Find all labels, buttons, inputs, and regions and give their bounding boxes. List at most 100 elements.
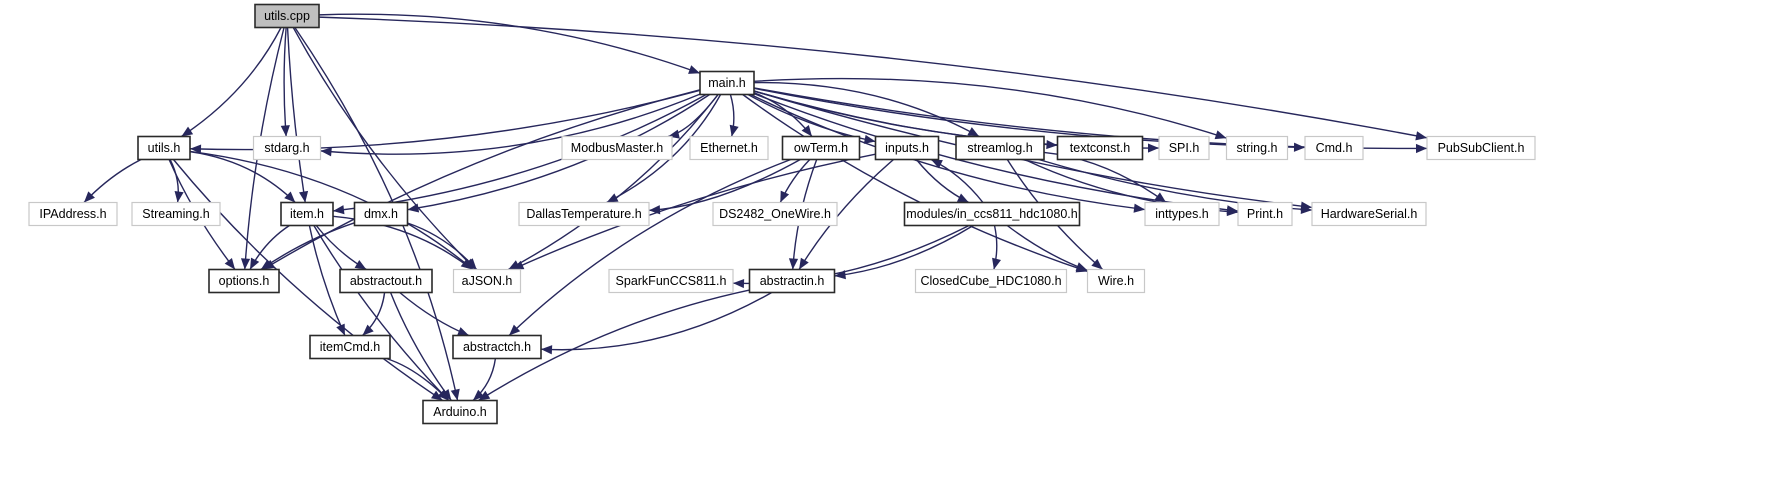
node-abstractin_h[interactable]: abstractin.h: [748, 268, 836, 294]
edge-arrowhead: [509, 324, 521, 336]
edge-arrowhead: [967, 127, 980, 137]
node-owterm_h[interactable]: owTerm.h: [781, 135, 861, 161]
node-arduino_h[interactable]: Arduino.h: [422, 399, 498, 425]
edge-arrowhead: [863, 134, 876, 144]
node-label: ModbusMaster.h: [571, 141, 663, 155]
edge-arrowhead: [84, 191, 95, 203]
node-string_h[interactable]: string.h: [1225, 135, 1289, 161]
edge-item_h-to-itemcmd_h: [308, 225, 346, 336]
node-label: item.h: [290, 207, 324, 221]
edge-owterm_h-to-dallastemperature_h: [648, 158, 801, 212]
edge-arrowhead: [465, 258, 477, 270]
edge-arrowhead: [780, 190, 790, 203]
node-dallastemperature_h[interactable]: DallasTemperature.h: [518, 201, 650, 227]
node-utils_cpp[interactable]: utils.cpp: [254, 3, 320, 29]
node-abstractch_h[interactable]: abstractch.h: [452, 334, 542, 360]
node-box: [955, 135, 1045, 161]
edge-arrowhead: [1415, 143, 1427, 154]
edge-itemcmd_h-to-arduino_h: [386, 357, 450, 401]
node-label: IPAddress.h: [39, 207, 106, 221]
edge-arrowhead: [688, 65, 700, 74]
edge-abstractin_h-to-abstractch_h: [540, 291, 773, 351]
node-box: [254, 3, 320, 29]
node-ajson_h[interactable]: aJSON.h: [452, 268, 522, 294]
node-label: SPI.h: [1169, 141, 1200, 155]
edge-utils_cpp-to-main_h: [318, 13, 701, 74]
node-label: Print.h: [1247, 207, 1283, 221]
node-box: [1237, 201, 1293, 227]
node-inttypes_h[interactable]: inttypes.h: [1144, 201, 1220, 227]
node-ipaddress_h[interactable]: IPAddress.h: [28, 201, 118, 227]
node-label: textconst.h: [1070, 141, 1130, 155]
edge-arrowhead: [450, 388, 460, 401]
node-modbusmaster_h[interactable]: ModbusMaster.h: [561, 135, 673, 161]
node-box: [1426, 135, 1536, 161]
node-box: [1056, 135, 1144, 161]
node-abstractout_h[interactable]: abstractout.h: [339, 268, 433, 294]
edge-utils_h-to-item_h: [189, 150, 296, 203]
node-label: main.h: [708, 76, 746, 90]
node-box: [137, 135, 191, 161]
edge-arrowhead: [1147, 143, 1159, 153]
node-inputs_h[interactable]: inputs.h: [874, 135, 940, 161]
node-wire_h[interactable]: Wire.h: [1086, 268, 1146, 294]
node-box: [1158, 135, 1210, 161]
edge-main_h-to-ajson_h: [508, 94, 719, 271]
node-dmx_h[interactable]: dmx.h: [353, 201, 409, 227]
node-options_h[interactable]: options.h: [208, 268, 280, 294]
node-box: [252, 135, 322, 161]
node-label: string.h: [1237, 141, 1278, 155]
edge-arrowhead: [834, 270, 846, 280]
node-textconst_h[interactable]: textconst.h: [1056, 135, 1144, 161]
edge-arrowhead: [1300, 204, 1312, 214]
edge-arrowhead: [788, 258, 799, 270]
node-label: dmx.h: [364, 207, 398, 221]
node-ds2482_onewire_h[interactable]: DS2482_OneWire.h: [712, 201, 838, 227]
node-stdarg_h[interactable]: stdarg.h: [252, 135, 322, 161]
node-streaming_h[interactable]: Streaming.h: [131, 201, 221, 227]
edge-arrowhead: [733, 278, 745, 289]
node-box: [208, 268, 280, 294]
edge-arrowhead: [181, 126, 194, 137]
edge-utils_cpp-to-item_h: [286, 27, 306, 203]
node-box: [1304, 135, 1364, 161]
node-label: DS2482_OneWire.h: [719, 207, 831, 221]
node-item_h[interactable]: item.h: [280, 201, 334, 227]
node-label: abstractin.h: [760, 274, 825, 288]
edge-utils_cpp-to-stdarg_h: [283, 27, 287, 137]
node-utils_h[interactable]: utils.h: [137, 135, 191, 161]
node-itemcmd_h[interactable]: itemCmd.h: [309, 334, 391, 360]
node-pubsubclient_h[interactable]: PubSubClient.h: [1426, 135, 1536, 161]
node-label: modules/in_ccs811_hdc1080.h: [906, 207, 1077, 221]
edge-arrowhead: [1214, 130, 1227, 140]
node-hardwareserial_h[interactable]: HardwareSerial.h: [1311, 201, 1427, 227]
node-box: [712, 201, 838, 227]
node-closedcube_h[interactable]: ClosedCube_HDC1080.h: [914, 268, 1068, 294]
edge-abstractin_h-to-arduino_h: [478, 289, 750, 402]
edge-item_h-to-ajson_h: [332, 215, 473, 271]
node-spi_h[interactable]: SPI.h: [1158, 135, 1210, 161]
edge-utils_cpp-to-pubsubclient_h: [318, 16, 1428, 139]
node-label: utils.cpp: [264, 9, 310, 23]
node-main_h[interactable]: main.h: [699, 70, 755, 96]
edge-in_ccs811_h-to-wire_h: [1006, 224, 1088, 272]
edge-arrowhead: [320, 147, 332, 157]
node-print_h[interactable]: Print.h: [1237, 201, 1293, 227]
edge-arrowhead: [1133, 203, 1145, 213]
node-label: streamlog.h: [967, 141, 1032, 155]
node-in_ccs811_h[interactable]: modules/in_ccs811_hdc1080.h: [903, 201, 1081, 227]
edge-arrowhead: [606, 193, 619, 203]
node-label: options.h: [219, 274, 270, 288]
edge-arrowhead: [354, 259, 367, 270]
edge-arrowhead: [284, 191, 296, 203]
node-streamlog_h[interactable]: streamlog.h: [955, 135, 1045, 161]
edge-arrowhead: [478, 390, 491, 401]
node-sparkfunccs811_h[interactable]: SparkFunCCS811.h: [608, 268, 734, 294]
edge-item_h-to-arduino_h: [313, 225, 450, 401]
node-cmd_h[interactable]: Cmd.h: [1304, 135, 1364, 161]
node-box: [422, 399, 498, 425]
node-ethernet_h[interactable]: Ethernet.h: [689, 135, 769, 161]
edge-inputs_h-to-ajson_h: [512, 153, 876, 271]
node-box: [781, 135, 861, 161]
